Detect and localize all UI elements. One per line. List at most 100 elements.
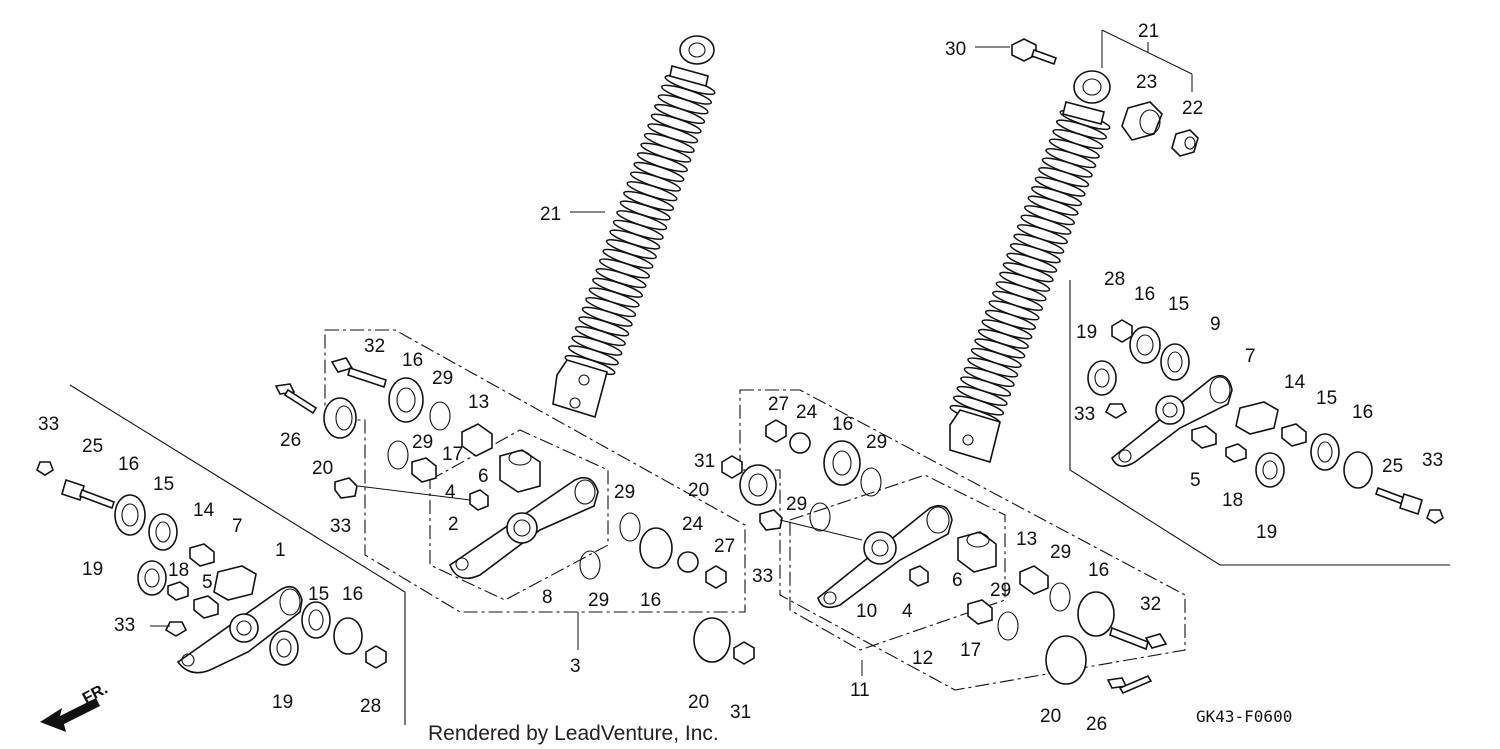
sleeve-6[interactable] xyxy=(499,449,541,493)
callout-14: 14 xyxy=(1284,372,1306,393)
section-frame-left xyxy=(69,384,406,725)
bolt-32[interactable] xyxy=(330,357,387,389)
o-ring-29[interactable] xyxy=(429,401,451,431)
collar-4[interactable] xyxy=(909,565,929,587)
bearing-16[interactable] xyxy=(333,617,363,655)
shock-bolt[interactable] xyxy=(1011,38,1058,66)
callout-6: 6 xyxy=(952,570,963,591)
washer-24[interactable] xyxy=(677,551,699,573)
bushing-17[interactable] xyxy=(967,599,993,625)
dust-seal-20[interactable] xyxy=(323,397,357,439)
callout-16: 16 xyxy=(640,590,661,611)
bearing-16[interactable] xyxy=(639,527,673,569)
seal-19[interactable] xyxy=(269,630,299,666)
callout-16: 16 xyxy=(402,350,423,371)
seal-19[interactable] xyxy=(1255,452,1285,488)
seal-15[interactable] xyxy=(148,513,178,551)
callout-29: 29 xyxy=(866,432,887,453)
callout-2: 2 xyxy=(448,514,459,535)
grease-nipple[interactable] xyxy=(36,461,54,476)
o-ring-29[interactable] xyxy=(860,467,882,497)
callout-16: 16 xyxy=(342,584,363,605)
bearing-16[interactable] xyxy=(1129,326,1161,364)
o-ring-29[interactable] xyxy=(1049,582,1071,612)
shock-arm-2[interactable] xyxy=(449,476,599,580)
shock-arm-1[interactable] xyxy=(176,585,303,674)
callout-25: 25 xyxy=(1382,456,1403,477)
bearing-16[interactable] xyxy=(1077,591,1115,637)
callout-7: 7 xyxy=(1245,346,1256,367)
bearing-14[interactable] xyxy=(189,543,215,567)
callout-13: 13 xyxy=(468,392,489,413)
grease-nipple[interactable] xyxy=(1426,509,1444,524)
shock-absorber-right[interactable] xyxy=(949,70,1112,464)
washer-24[interactable] xyxy=(789,432,811,454)
callout-33: 33 xyxy=(330,516,351,537)
grease-nipple[interactable] xyxy=(164,621,188,637)
bearing-16[interactable] xyxy=(388,377,424,423)
o-ring-29[interactable] xyxy=(619,512,641,542)
bushing-17[interactable] xyxy=(411,457,437,483)
bolt-26[interactable] xyxy=(274,383,318,415)
seal-15[interactable] xyxy=(1310,433,1340,471)
callout-9: 9 xyxy=(1210,314,1221,335)
drawing-code: GK43-F0600 xyxy=(1196,707,1292,726)
callout-8: 8 xyxy=(542,587,553,608)
seal-15[interactable] xyxy=(1160,343,1190,381)
direction-label: FR. xyxy=(80,680,111,707)
bearing-5[interactable] xyxy=(1191,425,1217,449)
bearing-16[interactable] xyxy=(823,440,861,486)
shock-absorber-left[interactable] xyxy=(552,35,716,419)
o-ring-29[interactable] xyxy=(387,440,409,470)
shock-collar[interactable] xyxy=(1171,129,1199,157)
dust-seal-20[interactable] xyxy=(739,464,777,506)
callout-29: 29 xyxy=(1050,542,1071,563)
bearing-16[interactable] xyxy=(114,494,146,536)
callout-19: 19 xyxy=(82,559,103,580)
sleeve-7[interactable] xyxy=(213,565,257,601)
bearing-16[interactable] xyxy=(1343,451,1373,489)
pivot-bolt-25[interactable] xyxy=(61,478,116,510)
o-ring-29[interactable] xyxy=(579,550,601,580)
o-ring-29[interactable] xyxy=(997,611,1019,641)
pivot-bolt-25[interactable] xyxy=(1374,486,1423,516)
shock-bushing[interactable] xyxy=(1121,101,1163,141)
callout-5: 5 xyxy=(1190,470,1201,491)
grease-nipple[interactable] xyxy=(1104,403,1128,419)
nut-27[interactable] xyxy=(705,565,727,589)
collar-4[interactable] xyxy=(469,489,489,511)
seal-19[interactable] xyxy=(137,560,167,596)
nut-31[interactable] xyxy=(721,455,743,479)
shock-arm-9[interactable] xyxy=(1111,374,1233,467)
nut-31[interactable] xyxy=(733,641,755,665)
callout-20: 20 xyxy=(1040,706,1061,727)
nut-27[interactable] xyxy=(765,419,787,443)
dust-seal-20[interactable] xyxy=(1045,635,1087,685)
callout-4: 4 xyxy=(445,482,456,503)
seal-15[interactable] xyxy=(301,601,331,639)
sleeve-6[interactable] xyxy=(957,531,997,573)
callout-20: 20 xyxy=(688,692,709,713)
bolt-32[interactable] xyxy=(1109,626,1168,651)
callout-33: 33 xyxy=(114,615,135,636)
grease-nipple[interactable] xyxy=(334,477,358,499)
collar-13[interactable] xyxy=(1019,565,1049,595)
nut-28[interactable] xyxy=(1111,319,1133,343)
bearing-5[interactable] xyxy=(193,595,219,619)
callout-27: 27 xyxy=(768,394,789,415)
bearing-18[interactable] xyxy=(1225,443,1247,463)
shock-arm-10[interactable] xyxy=(817,504,953,609)
bolt-26[interactable] xyxy=(1106,674,1153,695)
bearing-14[interactable] xyxy=(1281,423,1307,447)
dust-seal-20[interactable] xyxy=(693,617,731,663)
bearing-18[interactable] xyxy=(167,581,189,601)
nut-28[interactable] xyxy=(365,645,387,669)
o-ring-29[interactable] xyxy=(809,502,831,532)
collar-13[interactable] xyxy=(461,423,493,457)
grease-nipple[interactable] xyxy=(759,509,783,531)
callout-17: 17 xyxy=(960,640,981,661)
section-frame-right xyxy=(1069,280,1450,566)
seal-19[interactable] xyxy=(1087,360,1117,396)
callout-31: 31 xyxy=(730,702,751,723)
sleeve-7[interactable] xyxy=(1235,401,1279,435)
